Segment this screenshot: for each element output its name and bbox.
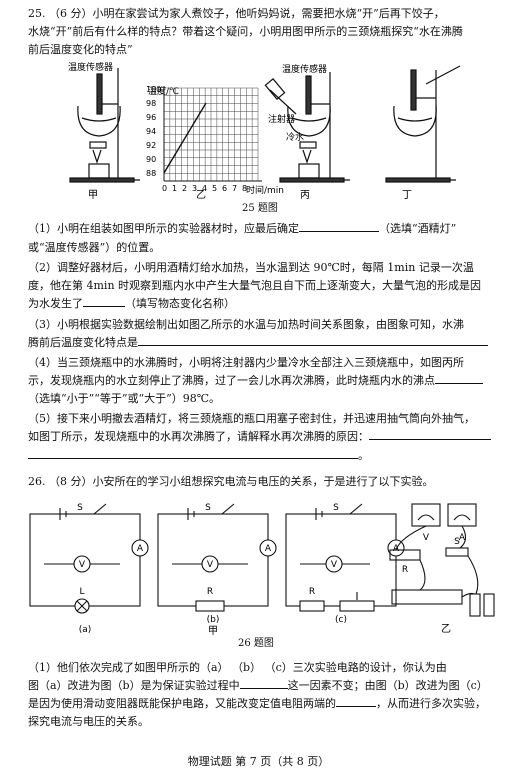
- chart-x-tick-label: 2: [182, 184, 187, 193]
- chart-x-tick-label: 3: [192, 184, 197, 193]
- chart-y-tick-label: 92: [146, 141, 156, 150]
- answer-blank-s5a[interactable]: [369, 439, 491, 440]
- label-a: (a): [79, 625, 92, 635]
- flask-apparatus-jia: [69, 68, 140, 183]
- q26-figure-title: 26 题图: [238, 638, 274, 649]
- q25-s5-line-1: （5）接下来小明撤去酒精灯，将三颈烧瓶的瓶口用塞子密封住，并迅速用抽气筒向外抽气…: [28, 412, 475, 425]
- chart-x-axis-label: 时间/min: [246, 184, 284, 196]
- resistor-label-yi: R: [402, 565, 408, 575]
- chart-x-tick-label: 0: [162, 184, 167, 193]
- sensor-label-bing: 温度传感器: [282, 63, 327, 75]
- chart-rising-line: [163, 102, 207, 174]
- label-b: (b): [207, 615, 220, 625]
- label-ding: 丁: [402, 190, 412, 201]
- circuit-c: [285, 503, 405, 612]
- circuit-b: [157, 503, 277, 612]
- q26-s1-line-3: 是因为使用滑动变阻器既能保护电路，又能改变定值电阻两端的，从而进行多次实验，: [28, 697, 486, 710]
- q26-figure: S A V L S A V R S A V R V A R S (a) (b) …: [29, 503, 495, 637]
- flask-apparatus-bing: [264, 72, 350, 183]
- q25-s1-line-1: （1）小明在组装如图甲所示的实验器材时，应最后确定（选填“酒精灯”: [28, 222, 457, 235]
- chart-x-tick-label: 4: [202, 184, 207, 193]
- answer-blank-s2[interactable]: [83, 306, 125, 307]
- chart-y-tick-label: 94: [146, 127, 156, 136]
- chart-y-tick-label: 96: [146, 113, 156, 122]
- q25-s3-line-1: （3）小明根据实验数据绘制出如图乙所示的水温与加热时间关系图象，由图象可知，水沸: [28, 318, 464, 331]
- ammeter-label-a: A: [137, 544, 144, 554]
- q26-s1-line-1: （1）他们依次完成了如图甲所示的（a） （b） （c）三次实验电路的设计，你认为…: [28, 661, 447, 674]
- real-apparatus-yi: [389, 503, 495, 617]
- chart-y-tick-label: 90: [146, 155, 156, 164]
- q25-s2-line-2: 度，他在第 4min 时观察到瓶内水中产生大量气泡且自下而上逐渐变大，大量气泡的…: [28, 279, 482, 292]
- q25-s5-line-3: 。: [28, 448, 494, 464]
- voltmeter-label-a: V: [79, 560, 86, 570]
- q25-s5-line-2: 如图丁所示，发现烧瓶中的水再次沸腾了，请解释水再次沸腾的原因：: [28, 429, 494, 445]
- label-yi-26: 乙: [441, 623, 451, 635]
- q25-s3-line-2: 腾前后温度变化特点是: [28, 335, 494, 351]
- voltmeter-label-b: V: [207, 560, 214, 570]
- q26-s1-line-4: 探究电流与电压的关系。: [28, 715, 149, 728]
- chart-x-tick-label: 8: [242, 184, 247, 193]
- ammeter-label-b: A: [265, 544, 272, 554]
- q25-s1-line-2: 或“温度传感器”）的位置。: [28, 241, 161, 254]
- q25-intro-line-2: 水烧“开”前后有什么样的特点？带着这个疑问，小明用图甲所示的三颈烧瓶探究“水在沸…: [28, 25, 463, 38]
- sensor-label-jia: 温度传感器: [68, 61, 113, 73]
- label-bing: 丙: [300, 190, 310, 201]
- chart-y-tick-label: 100: [146, 85, 161, 94]
- q25-intro-line-1: 25. （6 分）小明在家尝试为家人煮饺子，他听妈妈说，需要把水烧“开”后再下饺…: [28, 7, 445, 20]
- q25-intro-line-3: 前后温度变化的特点”: [28, 43, 133, 56]
- label-jia: 甲: [88, 190, 98, 201]
- answer-blank-s4[interactable]: [435, 383, 483, 384]
- label-c: (c): [335, 615, 347, 625]
- page-footer: 物理试题 第 7 页（共 8 页）: [187, 755, 330, 768]
- ammeter-label-yi: A: [459, 533, 466, 543]
- answer-blank-s1[interactable]: [299, 231, 379, 232]
- switch-label-b: S: [205, 503, 211, 513]
- answer-blank-s5b[interactable]: [28, 458, 358, 459]
- q25-s4-line-1: （4）当三颈烧瓶中的水沸腾时，小明将注射器内少量冷水全部注入三颈烧瓶中，如图丙所: [28, 356, 464, 369]
- chart-x-tick-label: 6: [222, 184, 227, 193]
- flask-apparatus-ding: [385, 65, 461, 183]
- q25-s4-line-2: 示，发现烧瓶内的水立刻停止了沸腾，过了一会儿水再次沸腾，此时烧瓶内水的沸点: [28, 373, 494, 389]
- q25-s2-line-1: （2）调整好器材后，小明用酒精灯给水加热，当水温到达 90℃时，每隔 1min …: [28, 261, 474, 274]
- syringe-label: 注射器: [268, 113, 295, 125]
- cold-water-label: 冷水: [286, 131, 304, 143]
- label-jia-26: 甲: [208, 626, 218, 637]
- chart-y-tick-label: 98: [146, 99, 156, 108]
- chart-y-tick-label: 88: [146, 169, 156, 178]
- circuit-a: [29, 503, 149, 614]
- label-yi: 乙: [196, 189, 206, 201]
- switch-label-yi: S: [454, 537, 460, 547]
- answer-blank-26b[interactable]: [336, 706, 376, 707]
- voltmeter-label-c: V: [331, 560, 338, 570]
- ammeter-label-c: A: [393, 544, 400, 554]
- resistor-label-b: R: [207, 587, 213, 597]
- q25-figure-title: 25 题图: [242, 203, 278, 214]
- q25-s2-line-3: 为水发生了（填写物态变化名称）: [28, 297, 235, 310]
- q25-s4-line-3: （选填“小于”“等于”或“大于”）98℃。: [28, 392, 221, 405]
- switch-label-a: S: [77, 503, 83, 513]
- q26-s1-line-2: 图（a）改进为图（b）是为保证实验过程中这一因素不变；由图（b）改进为图（c）: [28, 679, 488, 692]
- q26-intro: 26. （8 分）小安所在的学习小组想探究电流与电压的关系，于是进行了以下实验。: [28, 475, 434, 488]
- lamp-label-a: L: [79, 587, 84, 597]
- voltmeter-label-yi: V: [423, 533, 430, 543]
- answer-blank-26a[interactable]: [239, 688, 288, 689]
- chart-x-tick-label: 5: [212, 184, 217, 193]
- chart-x-tick-label: 1: [172, 184, 177, 193]
- answer-blank-s3[interactable]: [138, 345, 488, 346]
- chart-x-tick-label: 7: [232, 184, 237, 193]
- resistor-label-c: R: [309, 587, 315, 597]
- switch-label-c: S: [333, 503, 339, 513]
